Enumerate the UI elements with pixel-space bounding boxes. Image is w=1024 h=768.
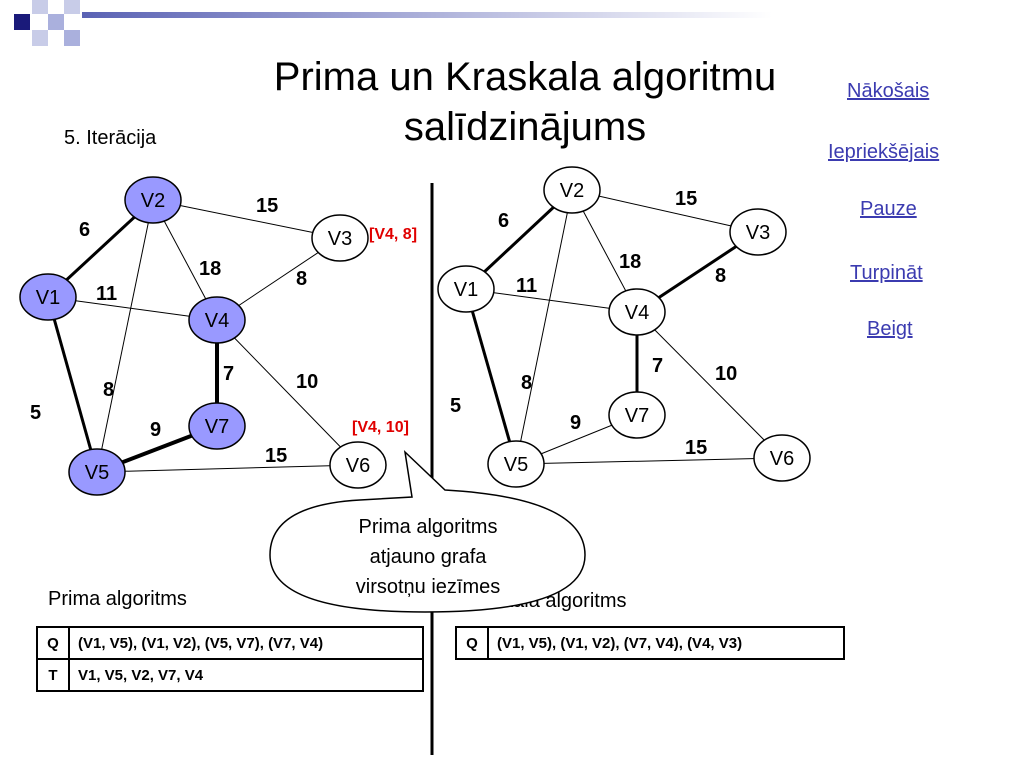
right-graph-nodes: V2 V3 V1 V4 V7 V5 V6 <box>437 166 811 488</box>
left-node-v3: V3 <box>311 214 369 262</box>
svg-text:V1: V1 <box>36 287 60 309</box>
svg-text:V2: V2 <box>141 190 165 212</box>
svg-text:V7: V7 <box>625 405 649 427</box>
page-title: Prima un Kraskala algoritmu salīdzinājum… <box>210 52 840 152</box>
title-line-2: salīdzinājums <box>403 105 647 149</box>
kruskal-table: Q (V1, V5), (V1, V2), (V7, V4), (V4, V3) <box>455 626 845 660</box>
left-weight-v1-v2: 6 <box>79 219 90 241</box>
iteration-label: 5. Iterācija <box>64 127 157 149</box>
title-line-1: Prima un Kraskala algoritmu <box>273 55 777 99</box>
right-node-v4: V4 <box>608 288 666 336</box>
right-weight-v2-v4: 18 <box>619 251 641 273</box>
svg-text:V4: V4 <box>205 310 229 332</box>
callout-line-3: virsotņu iezīmes <box>356 576 501 598</box>
corner-decoration <box>0 0 1024 60</box>
right-weight-v2-v5: 8 <box>521 372 532 394</box>
left-edge-v1-v5 <box>46 296 99 473</box>
left-node-v7: V7 <box>188 402 246 450</box>
left-weight-v5-v7: 9 <box>150 419 161 441</box>
right-node-v7: V7 <box>608 391 666 439</box>
prim-t-value: V1, V5, V2, V7, V4 <box>68 658 424 692</box>
left-node-v1: V1 <box>19 273 77 321</box>
left-weight-v1-v4: 11 <box>96 283 117 305</box>
prim-heading: Prima algoritms <box>48 588 187 610</box>
left-weight-v2-v3: 15 <box>256 195 278 217</box>
right-edge-v1-v5 <box>464 288 518 465</box>
right-edge-v1-v4 <box>465 288 638 313</box>
prim-t-key: T <box>36 658 70 692</box>
left-node-v5: V5 <box>68 448 126 496</box>
right-edge-v5-v6 <box>515 457 783 465</box>
right-weight-v5-v7: 9 <box>570 412 581 434</box>
left-weight-v5-v6: 15 <box>265 445 287 467</box>
kruskal-q-value: (V1, V5), (V1, V2), (V7, V4), (V4, V3) <box>487 626 845 660</box>
table-row: Q (V1, V5), (V1, V2), (V5, V7), (V7, V4) <box>36 626 424 660</box>
svg-text:V1: V1 <box>454 279 478 301</box>
svg-text:V3: V3 <box>328 228 352 250</box>
left-weight-v3-v4: 8 <box>296 268 307 290</box>
kruskal-q-key: Q <box>455 626 489 660</box>
right-weight-v4-v6: 10 <box>715 363 737 385</box>
prim-table: Q (V1, V5), (V1, V2), (V5, V7), (V7, V4)… <box>36 626 424 692</box>
svg-text:V3: V3 <box>746 222 770 244</box>
right-node-v5: V5 <box>487 440 545 488</box>
left-weight-v2-v4: 18 <box>199 258 221 280</box>
right-edge-weights: 6 15 11 18 8 8 5 7 10 9 15 <box>450 188 737 459</box>
left-weight-v2-v5: 8 <box>103 379 114 401</box>
prim-q-key: Q <box>36 626 70 660</box>
right-weight-v4-v7: 7 <box>652 355 663 377</box>
right-node-v3: V3 <box>729 208 787 256</box>
left-weight-v1-v5: 5 <box>30 402 41 424</box>
right-node-v6: V6 <box>753 434 811 482</box>
right-weight-v2-v3: 15 <box>675 188 697 210</box>
previous-link[interactable]: Iepriekšējais <box>828 141 940 163</box>
left-graph-nodes: V2 V3 V1 V4 V7 V5 V6 <box>19 176 387 496</box>
svg-text:V6: V6 <box>770 448 794 470</box>
right-weight-v3-v4: 8 <box>715 265 726 287</box>
svg-text:V7: V7 <box>205 416 229 438</box>
tag-v3: [V4, 8] <box>369 226 417 243</box>
right-edge-v4-v6 <box>636 311 783 459</box>
end-link[interactable]: Beigt <box>867 318 913 340</box>
left-edge-v2-v5 <box>96 199 154 473</box>
left-edge-v5-v6 <box>96 464 359 473</box>
left-node-v2: V2 <box>124 176 182 224</box>
svg-text:V6: V6 <box>346 455 370 477</box>
right-weight-v5-v6: 15 <box>685 437 707 459</box>
right-weight-v1-v5: 5 <box>450 395 461 417</box>
left-weight-v4-v7: 7 <box>223 363 234 385</box>
prim-q-value: (V1, V5), (V1, V2), (V5, V7), (V7, V4) <box>68 626 424 660</box>
left-node-v4: V4 <box>188 296 246 344</box>
table-row: T V1, V5, V2, V7, V4 <box>36 658 424 692</box>
right-weight-v1-v2: 6 <box>498 210 509 232</box>
left-edge-v4-v6 <box>216 319 359 466</box>
svg-text:V2: V2 <box>560 180 584 202</box>
callout-line-1: Prima algoritms <box>359 516 498 538</box>
right-node-v2: V2 <box>543 166 601 214</box>
svg-text:V5: V5 <box>85 462 109 484</box>
callout-line-2: atjauno grafa <box>370 546 488 568</box>
right-edge-v2-v3 <box>571 189 759 233</box>
right-edge-v2-v5 <box>515 189 573 465</box>
continue-link[interactable]: Turpināt <box>850 262 923 284</box>
right-node-v1: V1 <box>437 265 495 313</box>
tag-v6: [V4, 10] <box>352 419 409 436</box>
left-node-v6: V6 <box>329 441 387 489</box>
next-link[interactable]: Nākošais <box>847 80 930 102</box>
left-weight-v4-v6: 10 <box>296 371 318 393</box>
callout-shape <box>269 449 586 613</box>
svg-text:V5: V5 <box>504 454 528 476</box>
svg-text:V4: V4 <box>625 302 649 324</box>
right-weight-v1-v4: 11 <box>516 275 537 297</box>
table-row: Q (V1, V5), (V1, V2), (V7, V4), (V4, V3) <box>455 626 845 660</box>
left-edge-v2-v3 <box>152 199 341 239</box>
pause-link[interactable]: Pauze <box>860 198 917 220</box>
left-edge-weights: 6 15 11 18 8 8 5 7 10 9 15 <box>30 195 318 467</box>
